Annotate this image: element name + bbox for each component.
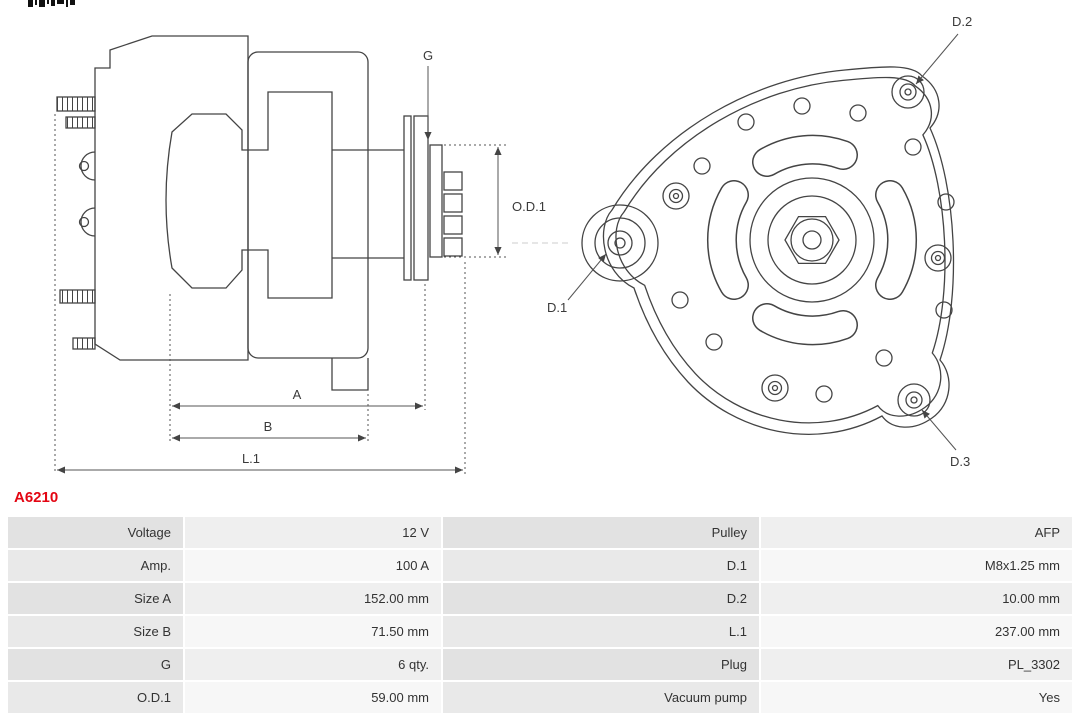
technical-diagram: G O.D.1 A B L.1 D.1 D.2 D.3 bbox=[54, 14, 972, 474]
dim-label-d1: D.1 bbox=[547, 300, 567, 315]
dim-label-g: G bbox=[423, 48, 433, 63]
dim-label-a: A bbox=[293, 387, 302, 402]
table-row: Size A 152.00 mm D.2 10.00 mm bbox=[8, 583, 1072, 614]
leader-lines bbox=[567, 33, 959, 451]
side-view-drawing bbox=[56, 35, 463, 391]
dim-label-d2: D.2 bbox=[952, 14, 972, 29]
spec-value: Yes bbox=[761, 682, 1072, 713]
spec-value: 10.00 mm bbox=[761, 583, 1072, 614]
rear-view-drawing bbox=[581, 66, 955, 435]
table-row: Size B 71.50 mm L.1 237.00 mm bbox=[8, 616, 1072, 647]
spec-value: M8x1.25 mm bbox=[761, 550, 1072, 581]
spec-label: Amp. bbox=[8, 550, 183, 581]
spec-label: L.1 bbox=[443, 616, 759, 647]
part-number: A6210 bbox=[14, 489, 59, 506]
spec-value: 152.00 mm bbox=[185, 583, 441, 614]
spec-value: AFP bbox=[761, 517, 1072, 548]
spec-label: O.D.1 bbox=[8, 682, 183, 713]
spec-table: Voltage 12 V Pulley AFP Amp. 100 A D.1 M… bbox=[8, 517, 1072, 713]
spec-value: 71.50 mm bbox=[185, 616, 441, 647]
spec-label: Size A bbox=[8, 583, 183, 614]
dim-label-l1: L.1 bbox=[242, 451, 260, 466]
spec-label: Plug bbox=[443, 649, 759, 680]
spec-label: Vacuum pump bbox=[443, 682, 759, 713]
spec-value: 100 A bbox=[185, 550, 441, 581]
spec-label: D.1 bbox=[443, 550, 759, 581]
spec-value: 59.00 mm bbox=[185, 682, 441, 713]
dim-label-d3: D.3 bbox=[950, 454, 970, 469]
spec-label: G bbox=[8, 649, 183, 680]
table-row: O.D.1 59.00 mm Vacuum pump Yes bbox=[8, 682, 1072, 713]
spec-value: PL_3302 bbox=[761, 649, 1072, 680]
table-row: Amp. 100 A D.1 M8x1.25 mm bbox=[8, 550, 1072, 581]
spec-label: D.2 bbox=[443, 583, 759, 614]
table-row: G 6 qty. Plug PL_3302 bbox=[8, 649, 1072, 680]
dimension-annotations bbox=[54, 66, 508, 474]
dim-label-b: B bbox=[264, 419, 273, 434]
spec-label: Pulley bbox=[443, 517, 759, 548]
dim-label-od1: O.D.1 bbox=[512, 199, 546, 214]
spec-label: Voltage bbox=[8, 517, 183, 548]
table-row: Voltage 12 V Pulley AFP bbox=[8, 517, 1072, 548]
spec-value: 6 qty. bbox=[185, 649, 441, 680]
corner-barcode-mark bbox=[28, 0, 75, 7]
spec-label: Size B bbox=[8, 616, 183, 647]
spec-value: 237.00 mm bbox=[761, 616, 1072, 647]
spec-value: 12 V bbox=[185, 517, 441, 548]
